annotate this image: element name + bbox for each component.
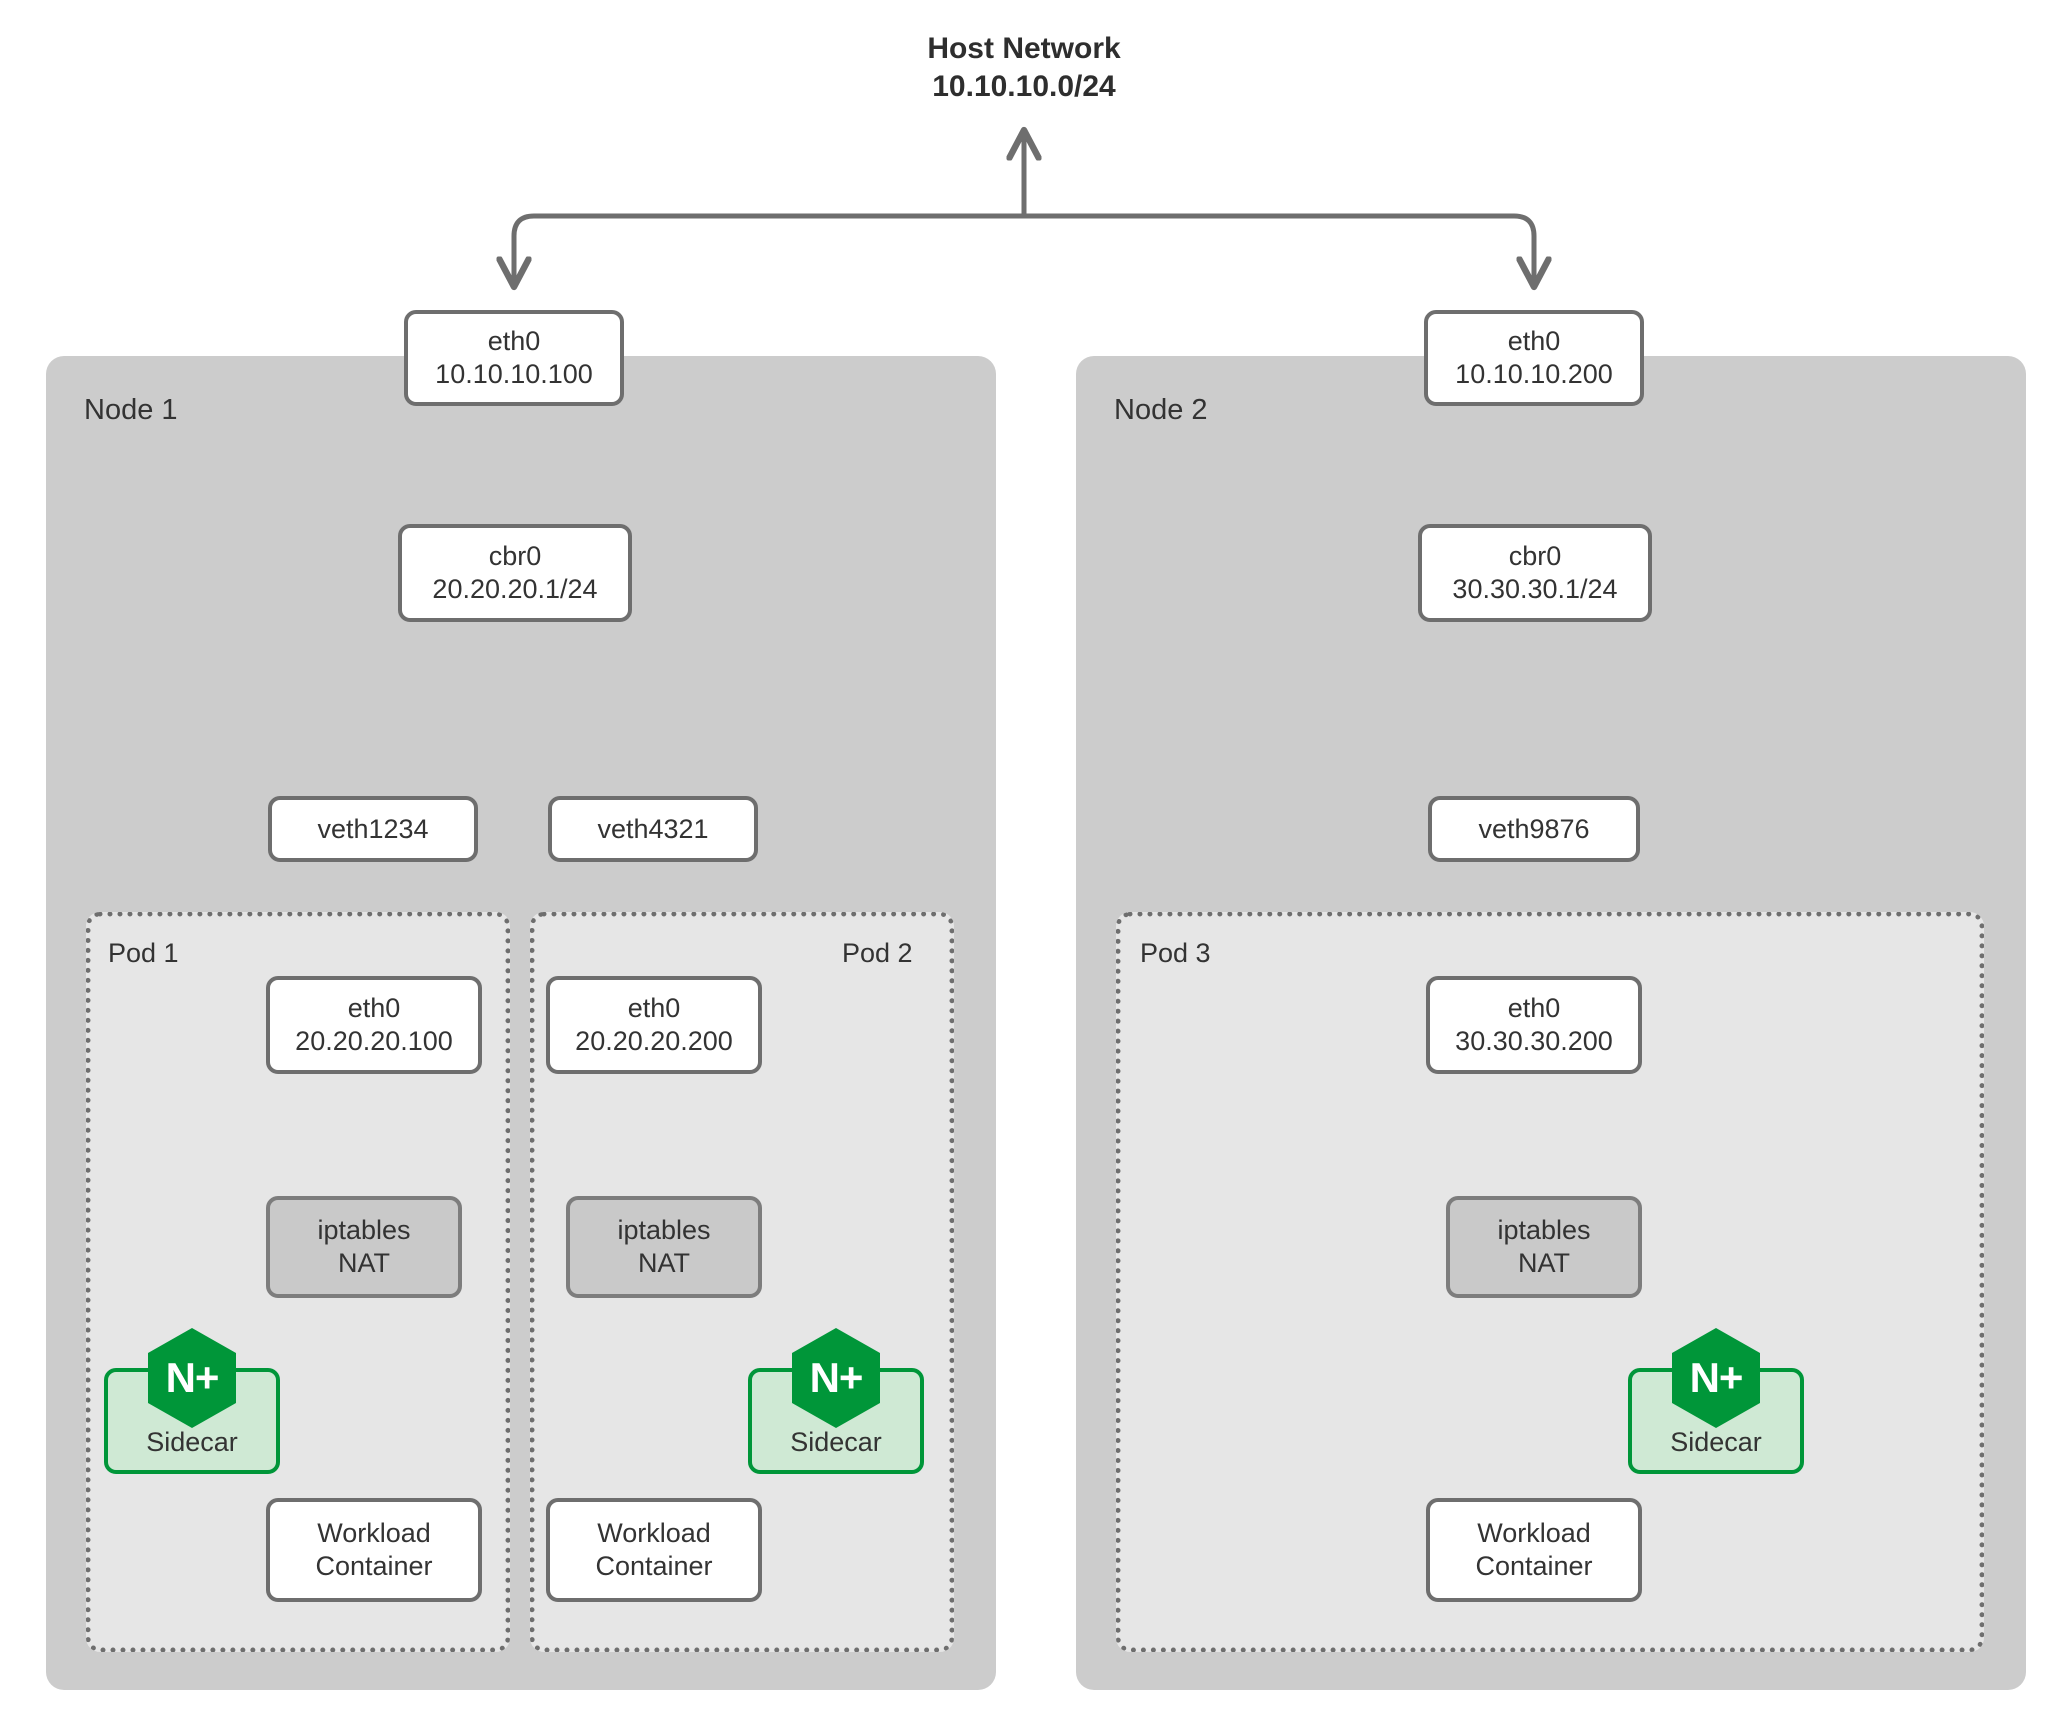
pod-3-label: Pod 3: [1140, 938, 1211, 968]
node-1-cbr0-box[interactable]: cbr0 20.20.20.1/24: [398, 524, 632, 622]
pod-1-eth0-name: eth0: [347, 993, 401, 1024]
node-1-cbr0-name: cbr0: [488, 541, 542, 572]
pod-1-iptables-label: iptables: [317, 1215, 411, 1246]
node-2-veth-9876-label: veth9876: [1478, 813, 1590, 844]
node-1-veth-1234-label: veth1234: [317, 813, 429, 844]
pod-1-label: Pod 1: [108, 938, 179, 968]
pod-2-eth0-ip: 20.20.20.200: [575, 1026, 733, 1056]
node-1-label: Node 1: [84, 394, 178, 426]
pod-3-eth0-ip: 30.30.30.200: [1455, 1026, 1613, 1056]
node-1-veth-1234-box[interactable]: veth1234: [268, 796, 478, 862]
pod-3-sidecar-label: Sidecar: [1670, 1427, 1762, 1457]
node-1-veth-4321-box[interactable]: veth4321: [548, 796, 758, 862]
pod-1-nat-label: NAT: [338, 1248, 390, 1278]
node-2-label: Node 2: [1114, 394, 1208, 426]
node-1-eth0-ip: 10.10.10.100: [435, 359, 593, 389]
node-2-cbr0-ip: 30.30.30.1/24: [1452, 574, 1618, 604]
host-network-subnet: 10.10.10.0/24: [932, 70, 1116, 104]
node-1-eth0-box[interactable]: eth0 10.10.10.100: [404, 310, 624, 406]
pod-2-eth0-box[interactable]: eth0 20.20.20.200: [546, 976, 762, 1074]
pod-3-eth0-name: eth0: [1507, 993, 1561, 1024]
host-network-title: Host Network 10.10.10.0/24: [824, 30, 1224, 107]
pod-1-iptables-nat-box[interactable]: iptables NAT: [266, 1196, 462, 1298]
pod-1-eth0-ip: 20.20.20.100: [295, 1026, 453, 1056]
pod-3-iptables-nat-box[interactable]: iptables NAT: [1446, 1196, 1642, 1298]
pod-3-eth0-box[interactable]: eth0 30.30.30.200: [1426, 976, 1642, 1074]
pod-1-sidecar-label: Sidecar: [146, 1427, 238, 1457]
pod-1-workload-line2: Container: [315, 1551, 433, 1581]
pod-2-workload-line1: Workload: [597, 1518, 711, 1549]
pod-2-sidecar-label: Sidecar: [790, 1427, 882, 1457]
node-2-cbr0-name: cbr0: [1508, 541, 1562, 572]
pod-2-workload-container-box[interactable]: Workload Container: [546, 1498, 762, 1602]
pod-3-nginx-plus-text: N+: [1689, 1354, 1744, 1401]
node-1-cbr0-ip: 20.20.20.1/24: [432, 574, 598, 604]
node-2-veth-9876-box[interactable]: veth9876: [1428, 796, 1640, 862]
pod-2-nginx-plus-icon: N+: [790, 1326, 882, 1430]
pod-2-label: Pod 2: [842, 938, 913, 968]
node-2-eth0-box[interactable]: eth0 10.10.10.200: [1424, 310, 1644, 406]
pod-2-eth0-name: eth0: [627, 993, 681, 1024]
node-2-cbr0-box[interactable]: cbr0 30.30.30.1/24: [1418, 524, 1652, 622]
pod-3-iptables-label: iptables: [1497, 1215, 1591, 1246]
pod-1-eth0-box[interactable]: eth0 20.20.20.100: [266, 976, 482, 1074]
pod-3-workload-line2: Container: [1475, 1551, 1593, 1581]
pod-1-nginx-plus-text: N+: [165, 1354, 220, 1401]
pod-2-iptables-nat-box[interactable]: iptables NAT: [566, 1196, 762, 1298]
pod-3-workload-line1: Workload: [1477, 1518, 1591, 1549]
pod-3-workload-container-box[interactable]: Workload Container: [1426, 1498, 1642, 1602]
pod-1-nginx-plus-icon: N+: [146, 1326, 238, 1430]
node-2-eth0-name: eth0: [1507, 326, 1561, 357]
pod-1-workload-container-box[interactable]: Workload Container: [266, 1498, 482, 1602]
pod-3-nat-label: NAT: [1518, 1248, 1570, 1278]
pod-1-workload-line1: Workload: [317, 1518, 431, 1549]
pod-2-nginx-plus-text: N+: [809, 1354, 864, 1401]
pod-2-nat-label: NAT: [638, 1248, 690, 1278]
node-2-eth0-ip: 10.10.10.200: [1455, 359, 1613, 389]
node-1-veth-4321-label: veth4321: [597, 813, 709, 844]
host-network-label: Host Network: [927, 32, 1121, 65]
pod-2-workload-line2: Container: [595, 1551, 713, 1581]
pod-3-nginx-plus-icon: N+: [1670, 1326, 1762, 1430]
pod-2-iptables-label: iptables: [617, 1215, 711, 1246]
node-1-eth0-name: eth0: [487, 326, 541, 357]
